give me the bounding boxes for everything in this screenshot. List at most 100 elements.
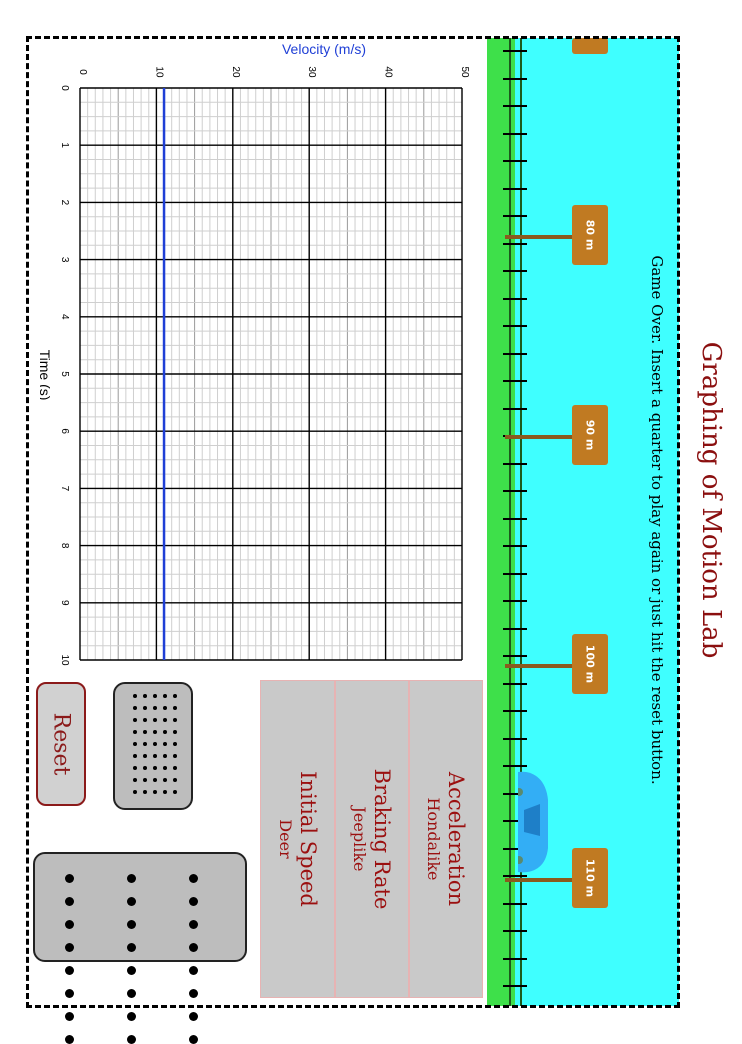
pedal-dot bbox=[173, 742, 177, 746]
braking-rate-button[interactable]: Braking Rate Jeeplike bbox=[335, 680, 409, 998]
pedal-dot bbox=[143, 730, 147, 734]
pedal-dot bbox=[65, 1035, 74, 1044]
pedal-dot bbox=[163, 790, 167, 794]
velocity-tick-label: 30 bbox=[306, 66, 317, 78]
time-tick-label: 10 bbox=[59, 654, 70, 666]
pedal-dot bbox=[143, 718, 147, 722]
pedal-dot bbox=[163, 766, 167, 770]
distance-marker-post bbox=[505, 235, 573, 239]
distance-tick bbox=[503, 50, 527, 52]
distance-marker-post bbox=[505, 664, 573, 668]
pedal-dot bbox=[133, 742, 137, 746]
pedal-dot bbox=[189, 897, 198, 906]
reset-button[interactable]: Reset bbox=[36, 682, 86, 806]
pedal-dot bbox=[133, 706, 137, 710]
pedal-dot bbox=[143, 766, 147, 770]
pedal-dot bbox=[173, 718, 177, 722]
distance-tick bbox=[503, 325, 527, 327]
distance-tick bbox=[503, 957, 527, 960]
pedal-dot bbox=[127, 1035, 136, 1044]
pedal-dot bbox=[127, 874, 136, 883]
time-tick-label: 3 bbox=[59, 257, 70, 263]
velocity-tick-label: 40 bbox=[383, 66, 394, 78]
pedal-dot bbox=[173, 730, 177, 734]
distance-tick bbox=[503, 985, 527, 987]
distance-tick bbox=[503, 517, 527, 520]
distance-marker-post bbox=[505, 435, 573, 439]
brake-pedal[interactable] bbox=[113, 682, 193, 810]
pedal-dot bbox=[133, 718, 137, 722]
distance-tick bbox=[503, 380, 527, 382]
pedal-dot bbox=[163, 718, 167, 722]
pedal-dot bbox=[65, 966, 74, 975]
distance-tick bbox=[503, 490, 527, 492]
pedal-dot bbox=[173, 778, 177, 782]
pedal-dot bbox=[189, 943, 198, 952]
distance-sign-partial bbox=[572, 38, 608, 54]
time-tick-label: 1 bbox=[59, 142, 70, 148]
pedal-dot bbox=[127, 897, 136, 906]
pedal-dot bbox=[153, 790, 157, 794]
distance-tick bbox=[503, 270, 527, 272]
time-tick-label: 4 bbox=[59, 314, 70, 320]
initial-speed-button[interactable]: Initial Speed Deer bbox=[260, 680, 335, 998]
pedal-dot bbox=[65, 943, 74, 952]
time-tick-label: 7 bbox=[59, 486, 70, 492]
pedal-dot bbox=[163, 778, 167, 782]
acceleration-button[interactable]: Acceleration Hondalike bbox=[409, 680, 483, 998]
pedal-dot bbox=[127, 943, 136, 952]
pedal-dot bbox=[189, 874, 198, 883]
distance-tick bbox=[503, 215, 527, 217]
distance-tick bbox=[503, 737, 527, 740]
time-tick-label: 9 bbox=[59, 600, 70, 606]
distance-tick bbox=[503, 105, 527, 107]
car-icon bbox=[518, 771, 548, 873]
distance-tick bbox=[503, 682, 527, 685]
pedal-dot bbox=[153, 754, 157, 758]
distance-tick bbox=[503, 545, 527, 547]
distance-tick bbox=[503, 407, 527, 410]
pedal-dot bbox=[143, 778, 147, 782]
pedal-dot bbox=[65, 1012, 74, 1021]
pedal-dot bbox=[173, 766, 177, 770]
pedal-dot bbox=[65, 920, 74, 929]
time-tick-label: 2 bbox=[59, 200, 70, 206]
pedal-dot bbox=[153, 766, 157, 770]
distance-marker-post bbox=[505, 878, 573, 882]
pedal-dot bbox=[173, 754, 177, 758]
distance-tick bbox=[503, 792, 527, 795]
road-edge-line bbox=[520, 38, 522, 1006]
distance-marker-sign: 80 m bbox=[572, 205, 608, 265]
pedal-dot bbox=[163, 730, 167, 734]
distance-tick bbox=[503, 297, 527, 300]
time-tick-label: 0 bbox=[59, 85, 70, 91]
pedal-dot bbox=[173, 706, 177, 710]
pedal-dot bbox=[163, 706, 167, 710]
pedal-dot bbox=[133, 790, 137, 794]
time-tick-label: 6 bbox=[59, 428, 70, 434]
pedal-dot bbox=[127, 920, 136, 929]
pedal-dot bbox=[133, 766, 137, 770]
distance-tick bbox=[503, 132, 527, 135]
pedal-dot bbox=[65, 989, 74, 998]
pedal-dot bbox=[189, 1035, 198, 1044]
velocity-tick-label: 50 bbox=[459, 66, 470, 78]
pedal-dot bbox=[189, 966, 198, 975]
distance-tick bbox=[503, 655, 527, 657]
distance-tick bbox=[503, 765, 527, 767]
pedal-dot bbox=[143, 694, 147, 698]
pedal-dot bbox=[153, 742, 157, 746]
pedal-dot bbox=[65, 874, 74, 883]
pedal-dot bbox=[133, 778, 137, 782]
velocity-tick-label: 10 bbox=[153, 66, 164, 78]
page-title: Graphing of Motion Lab bbox=[696, 341, 726, 659]
pedal-dot bbox=[143, 790, 147, 794]
pedal-dot bbox=[173, 694, 177, 698]
distance-tick bbox=[503, 627, 527, 630]
distance-tick bbox=[503, 600, 527, 602]
title-area: Graphing of Motion Lab bbox=[680, 0, 742, 1024]
pedal-dot bbox=[143, 742, 147, 746]
pedal-dot bbox=[133, 694, 137, 698]
pedal-dot bbox=[153, 718, 157, 722]
